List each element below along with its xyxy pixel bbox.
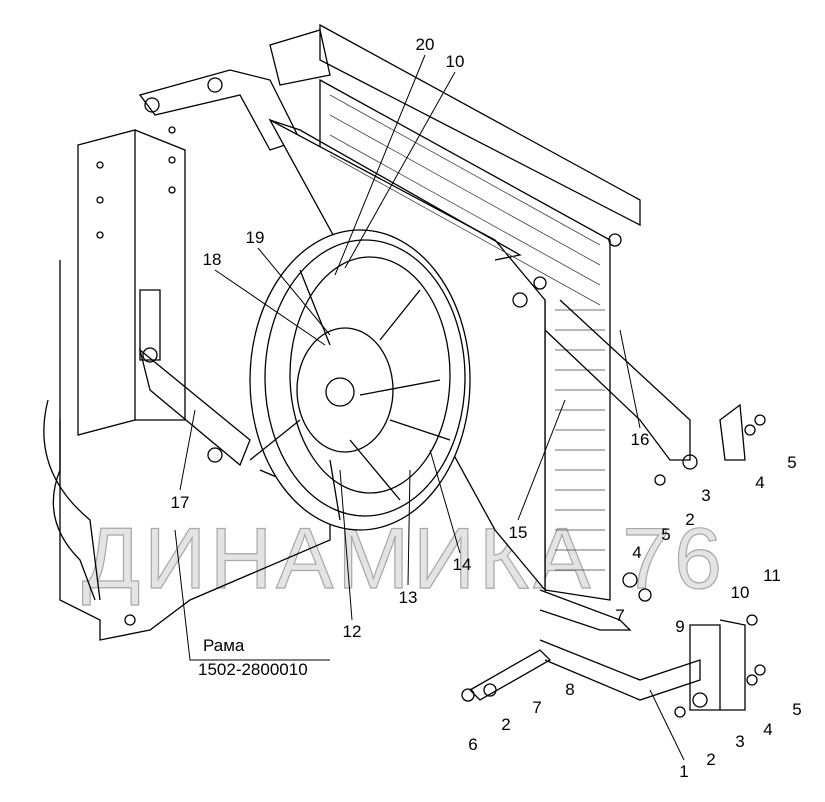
callout-4b: 4 (632, 543, 642, 562)
watermark: ДИНАМИКА 76 (81, 510, 726, 607)
callout-4c: 4 (763, 720, 773, 739)
callout-5: 5 (787, 453, 797, 472)
fan (249, 229, 471, 531)
callout-19: 19 (245, 228, 265, 247)
callout-5b: 5 (661, 525, 671, 544)
callout-2: 2 (685, 510, 695, 529)
callout-17: 17 (170, 493, 190, 512)
leader-lines (174, 54, 685, 761)
callout-7: 7 (615, 606, 625, 625)
frame-name: Рама (203, 636, 245, 655)
callout-13: 13 (398, 588, 418, 607)
callout-6: 6 (468, 735, 478, 754)
callout-2c: 2 (706, 750, 716, 769)
callout-10b: 10 (730, 583, 750, 602)
upper-bracket (138, 29, 331, 151)
callout-18: 18 (202, 250, 222, 269)
callout-7b: 7 (532, 698, 542, 717)
callout-4: 4 (755, 473, 765, 492)
callout-1: 1 (679, 762, 689, 781)
callout-16: 16 (630, 430, 650, 449)
callout-20: 20 (415, 35, 435, 54)
callout-2b: 2 (501, 715, 511, 734)
callout-3b: 3 (735, 732, 745, 751)
callout-15: 15 (508, 523, 528, 542)
callout-12: 12 (342, 622, 362, 641)
callout-8: 8 (565, 680, 575, 699)
callout-14: 14 (452, 555, 472, 574)
callout-3: 3 (701, 486, 711, 505)
callout-9: 9 (675, 617, 685, 636)
callout-11: 11 (763, 566, 781, 585)
frame-part-number: 1502-2800010 (198, 660, 308, 679)
braces (138, 289, 766, 718)
callout-10: 10 (445, 52, 465, 71)
callout-5c: 5 (792, 700, 802, 719)
